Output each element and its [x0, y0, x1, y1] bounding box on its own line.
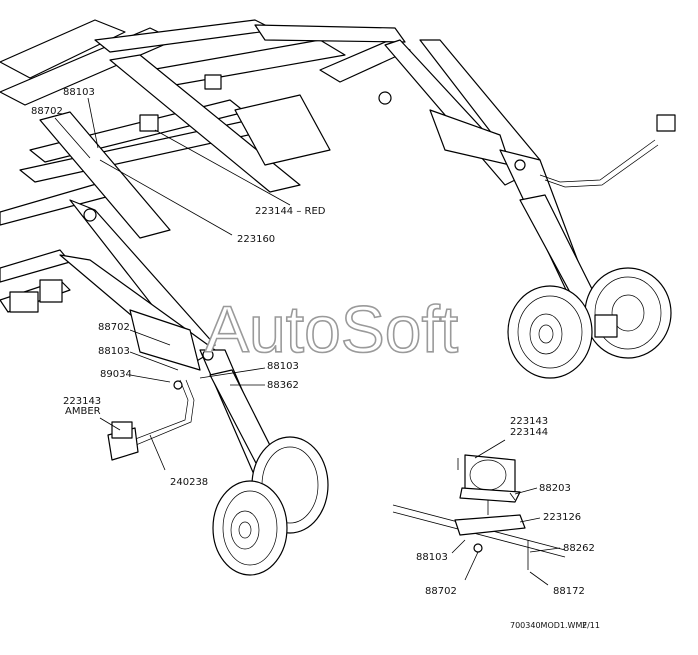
left-lamp-assembly — [107, 379, 195, 461]
detail-callout-88262: 88262 — [563, 543, 595, 554]
watermark: AutoSoft — [205, 292, 458, 366]
callout-223143: 223143 — [63, 396, 101, 407]
figure-id: 700340MOD1.WMF — [510, 621, 587, 630]
callout-amber: AMBER — [65, 406, 101, 417]
leader-lines — [54, 97, 561, 586]
right-wheel-pair — [507, 267, 672, 379]
callout-88103-top: 88103 — [63, 87, 95, 98]
callout-88362: 88362 — [267, 380, 299, 391]
lamp-mount-detail — [392, 454, 566, 570]
left-lift-arm — [59, 199, 291, 501]
callout-89034: 89034 — [100, 369, 132, 380]
callout-240238: 240238 — [170, 477, 208, 488]
detail-callout-223126: 223126 — [543, 512, 581, 523]
detail-callout-88702: 88702 — [425, 586, 457, 597]
left-wheel-pair — [212, 436, 329, 576]
page-number: 2/11 — [582, 621, 600, 630]
frame-lamps — [139, 74, 676, 132]
detail-callout-88103: 88103 — [416, 552, 448, 563]
detail-callout-88172: 88172 — [553, 586, 585, 597]
right-lift-arm — [254, 24, 659, 331]
detail-callout-88203: 88203 — [539, 483, 571, 494]
detail-callout-223143: 223143 — [510, 416, 548, 427]
callout-88702-top: 88702 — [31, 106, 63, 117]
callout-88103-mid: 88103 — [98, 346, 130, 357]
detail-callout-223144: 223144 — [510, 427, 548, 438]
callout-223160: 223160 — [237, 234, 275, 245]
callout-88702-mid: 88702 — [98, 322, 130, 333]
callout-223144-red: 223144 – RED — [255, 206, 326, 217]
callout-88103-lamp: 88103 — [267, 361, 299, 372]
implement-frame — [0, 19, 411, 313]
